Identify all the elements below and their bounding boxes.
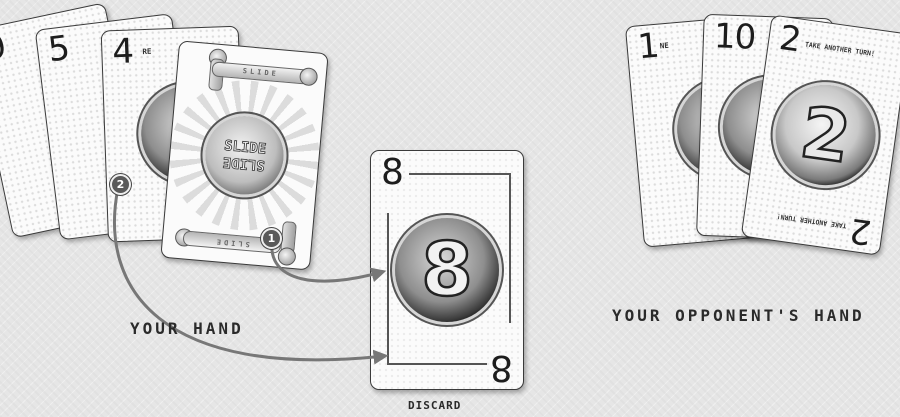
step-marker-one: 1	[261, 228, 282, 249]
your-hand-label: YOUR HAND	[130, 319, 244, 338]
curved-arrow-icon	[272, 242, 382, 281]
step-marker-two: 2	[110, 174, 131, 195]
